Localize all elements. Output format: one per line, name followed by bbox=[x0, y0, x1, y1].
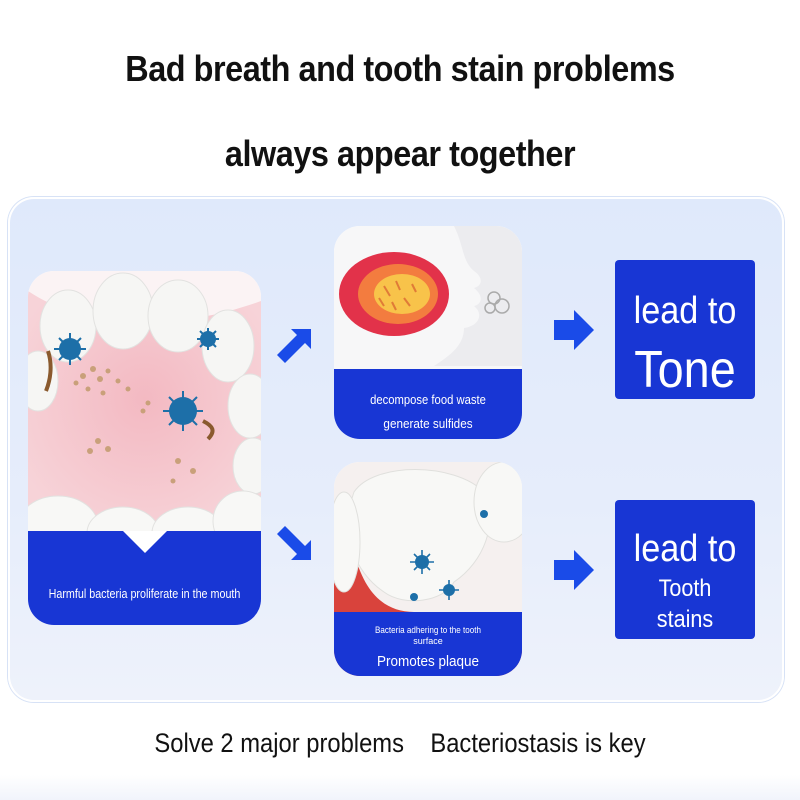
plaque-caption-2: surface bbox=[413, 636, 443, 646]
plaque-caption-1: Bacteria adhering to the tooth bbox=[375, 625, 481, 636]
caption-band bbox=[334, 612, 522, 676]
mouth-caption: Harmful bacteria proliferate in the mout… bbox=[48, 587, 241, 601]
result-stains-line3: stains bbox=[656, 606, 714, 633]
headline-line-2: always appear together bbox=[224, 133, 576, 174]
bad-breath-card: decompose food waste generate sulfides bbox=[334, 226, 522, 439]
plaque-card: Bacteria adhering to the tooth surface P… bbox=[334, 462, 522, 676]
result-tone-line1: lead to bbox=[633, 290, 737, 332]
caption-band bbox=[334, 369, 522, 439]
headline-line-1: Bad breath and tooth stain problems bbox=[125, 48, 675, 89]
result-stains-line2: Tooth bbox=[658, 575, 712, 602]
result-stains-box: lead to Tooth stains bbox=[615, 500, 755, 639]
result-tone-line2: Tone bbox=[634, 341, 736, 399]
result-tone-box: lead to Tone bbox=[615, 260, 755, 399]
mouth-bacteria-card: Harmful bacteria proliferate in the mout… bbox=[28, 271, 261, 625]
plaque-caption-3: Promotes plaque bbox=[376, 653, 480, 670]
footer-bar bbox=[0, 715, 800, 775]
result-stains-line1: lead to bbox=[633, 528, 737, 570]
arrow-down-right-icon bbox=[277, 526, 311, 560]
arrow-right-icon bbox=[554, 310, 594, 350]
arrow-right-icon bbox=[554, 550, 594, 590]
footer-fade bbox=[0, 775, 800, 800]
caption-notch bbox=[122, 531, 167, 553]
bad-breath-caption-2: generate sulfides bbox=[383, 416, 473, 431]
footer-text: Solve 2 major problems Bacteriostasis is… bbox=[154, 728, 646, 758]
bad-breath-caption-1: decompose food waste bbox=[370, 393, 486, 407]
arrow-up-right-icon bbox=[277, 329, 311, 363]
